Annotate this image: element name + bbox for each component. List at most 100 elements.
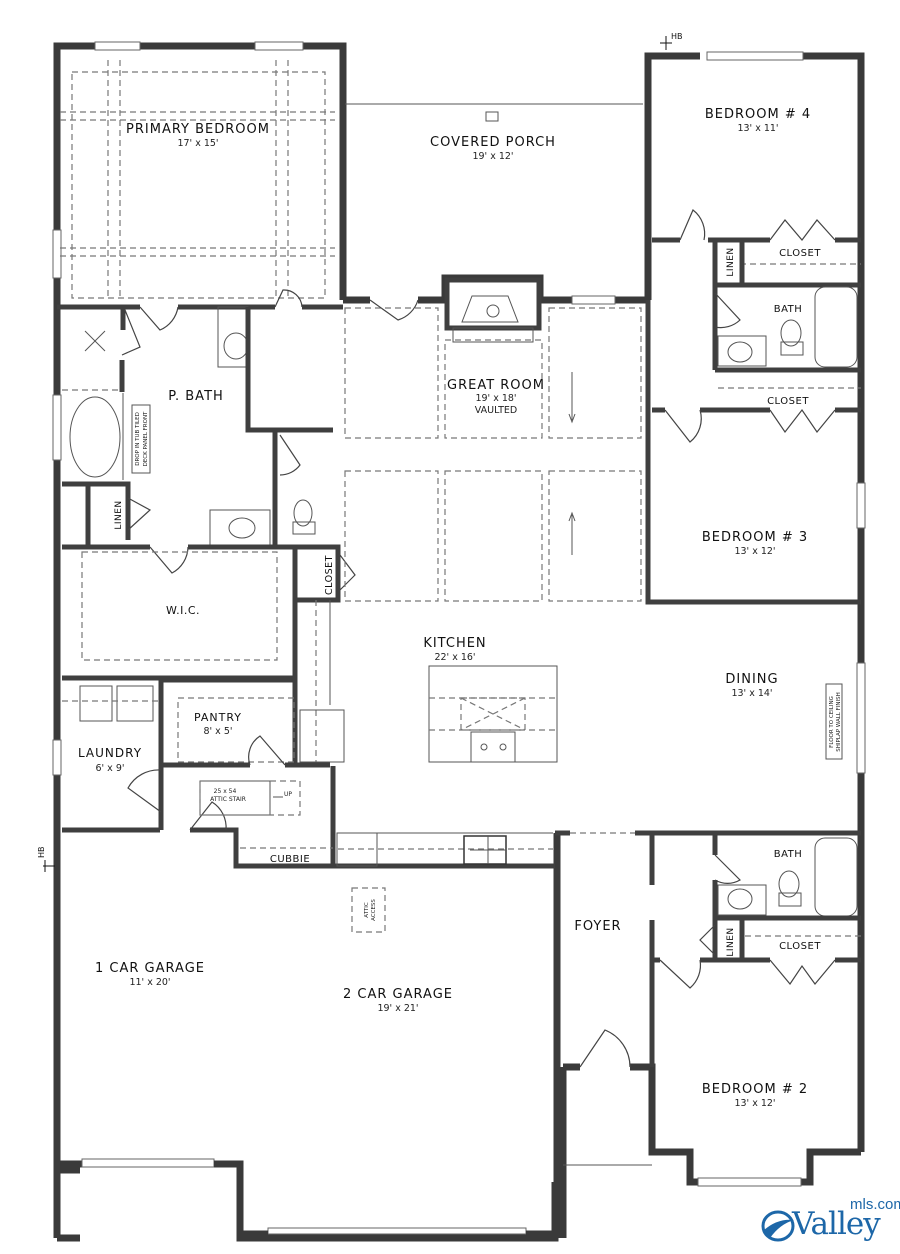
sink — [727, 888, 753, 910]
room-label-covered-porch: COVERED PORCH — [430, 135, 556, 150]
bathtub — [69, 396, 121, 478]
kitchen-sink — [470, 731, 516, 763]
toilet — [778, 870, 800, 898]
wc-door — [279, 434, 301, 476]
hose-bib-icon: HB — [660, 32, 683, 50]
window — [856, 482, 866, 529]
room-size-kitchen: 22' x 16' — [434, 652, 475, 663]
window — [52, 229, 62, 279]
porch-door — [369, 299, 419, 321]
laundry-door — [127, 769, 162, 813]
front-door — [579, 1029, 631, 1068]
bath-door — [714, 292, 741, 329]
closet-label-b4: CLOSET — [779, 248, 821, 259]
pantry-door — [248, 735, 286, 766]
attic-access-line1: ATTIC — [364, 902, 370, 918]
room-label-primary-bedroom: PRIMARY BEDROOM — [126, 122, 270, 137]
room-size-bedroom2: 13' x 12' — [734, 1098, 775, 1109]
fireplace-vent — [486, 304, 500, 318]
room-label-foyer: FOYER — [574, 919, 621, 934]
closet-label-b2: CLOSET — [779, 941, 821, 952]
fireplace-hearth — [461, 295, 519, 323]
fireplace — [444, 277, 542, 331]
pantry-wall — [161, 677, 298, 764]
room-size-covered-porch: 19' x 12' — [472, 151, 513, 162]
garage-door — [189, 801, 227, 831]
window — [706, 51, 804, 61]
laundry-south-wall — [62, 827, 338, 869]
garage2-door — [267, 1227, 527, 1235]
room-label-bedroom2: BEDROOM # 2 — [702, 1082, 808, 1097]
attic-stair-outline — [199, 780, 301, 816]
window — [856, 662, 866, 774]
shiplap-note-line1: FLOOR TO CEILING — [829, 696, 835, 748]
shower-door — [121, 309, 141, 356]
linen-label: LINEN — [114, 500, 124, 529]
bath-vanity — [717, 335, 767, 367]
logo-wordmark: Valley — [792, 1206, 881, 1242]
primary-bedroom-ceiling — [60, 60, 335, 299]
bathtub — [814, 837, 858, 917]
closet-lower-walls — [715, 915, 861, 960]
window — [254, 41, 304, 51]
room-size-laundry: 6' x 9' — [96, 763, 125, 774]
room-label-garage2: 2 CAR GARAGE — [343, 987, 453, 1002]
closet-wall — [245, 307, 333, 433]
range-hood-cabinet — [336, 832, 378, 867]
linen-wall — [62, 481, 131, 540]
window — [571, 295, 616, 305]
bedroom3-wall — [645, 300, 861, 605]
bath-door — [714, 854, 741, 884]
room-label-wic: W.I.C. — [166, 604, 200, 617]
room-size-garage2: 19' x 21' — [377, 1003, 418, 1014]
washer — [79, 685, 113, 722]
bifold-door — [769, 959, 836, 986]
sink-drain — [499, 743, 507, 751]
room-label-cubbie: CUBBIE — [270, 854, 310, 865]
tub-note-box — [131, 404, 151, 474]
linen-label-lower: LINEN — [726, 927, 736, 956]
ceiling-arrow-down-head — [568, 413, 576, 424]
room-label-bath-lower: BATH — [774, 849, 803, 860]
shower-wall — [119, 307, 126, 392]
sink-drain — [480, 743, 488, 751]
vanity — [217, 306, 249, 368]
bath-vanity — [717, 884, 767, 916]
room-label-bedroom3: BEDROOM # 3 — [702, 530, 808, 545]
porch-light — [485, 111, 499, 122]
room-label-bath-upper: BATH — [774, 304, 803, 315]
room-label-pantry: PANTRY — [194, 711, 242, 724]
room-size-great-room: 19' x 18' — [475, 393, 516, 404]
refrigerator — [299, 709, 345, 763]
fireplace-hearth-front — [452, 327, 534, 343]
sink — [727, 341, 753, 363]
linen-label: LINEN — [726, 247, 736, 276]
bathtub — [814, 286, 858, 368]
window — [94, 41, 141, 51]
logo-suffix: mls.com — [850, 1196, 900, 1213]
garage-jog-wall — [214, 1160, 244, 1232]
attic-stair-label: ATTIC STAIR — [210, 796, 246, 803]
bifold-door — [769, 219, 836, 241]
room-size-garage1: 11' x 20' — [129, 977, 170, 988]
attic-stair-size: 25 x 54 — [214, 788, 237, 795]
door-swing — [149, 546, 189, 574]
shiplap-note-line2: SHIPLAP WALL FINISH — [836, 692, 842, 752]
vanity — [209, 509, 271, 546]
room-size-bedroom4: 13' x 11' — [737, 123, 778, 134]
tub-note-line2: DECK PANEL FRONT — [143, 411, 149, 466]
pendant-x — [460, 697, 526, 731]
bath-south-walls — [715, 367, 861, 413]
room-size-dining: 13' x 14' — [731, 688, 772, 699]
door-swing — [659, 959, 702, 989]
up-label: UP — [284, 791, 292, 798]
hose-bib-label: HB — [671, 32, 683, 41]
hose-bib-icon: HB — [37, 846, 55, 872]
sink — [228, 517, 256, 539]
pantry-shelving — [177, 697, 295, 763]
shiplap-note-box — [825, 683, 843, 760]
bifold-door — [769, 408, 836, 434]
closet-linen-walls — [712, 240, 861, 288]
valley-swoosh-icon — [761, 1210, 795, 1242]
